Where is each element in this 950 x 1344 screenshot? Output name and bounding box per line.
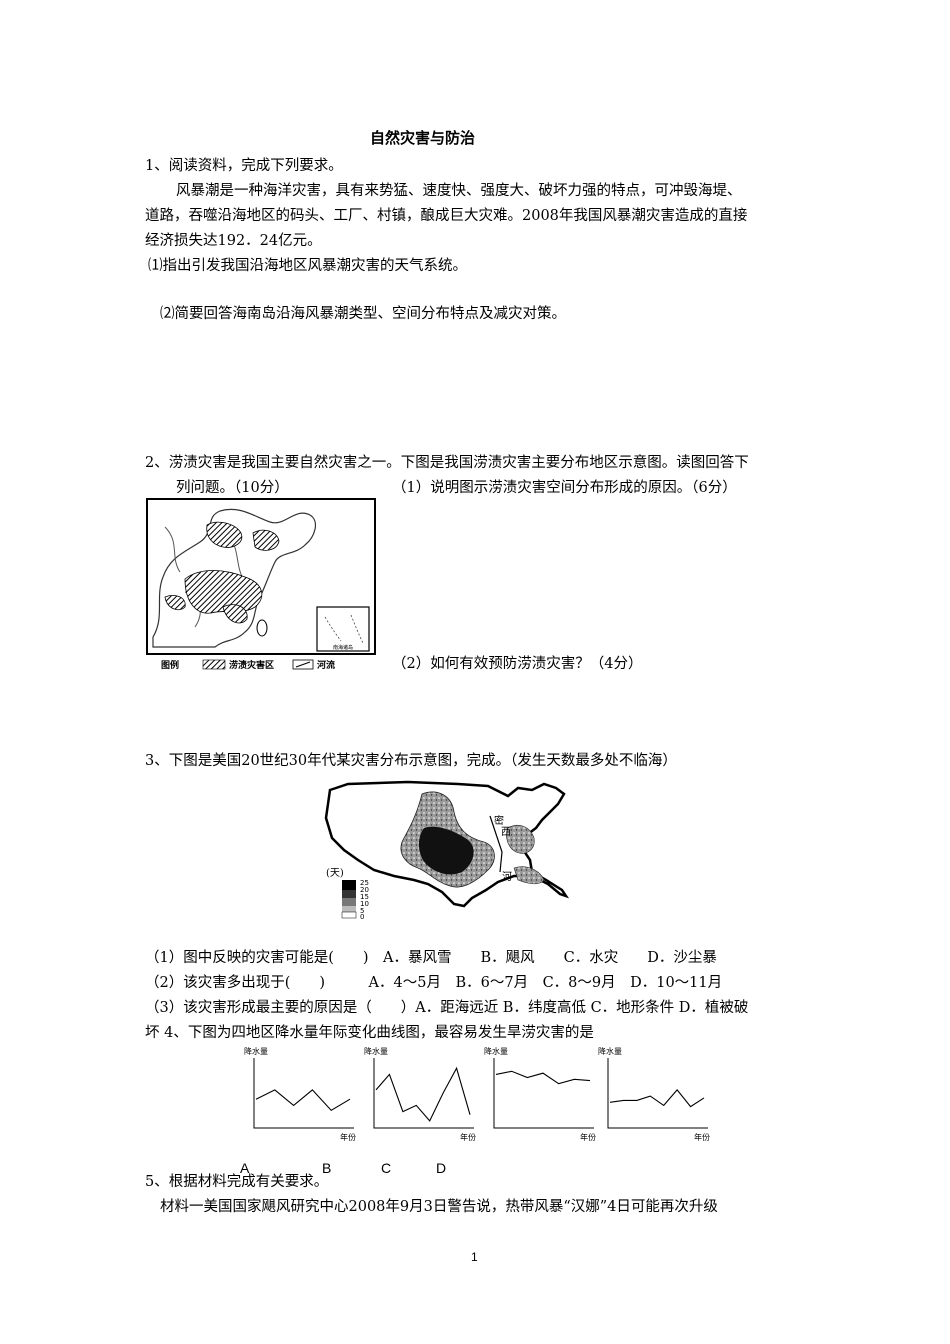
chart-ylabel: 降水量 bbox=[244, 1046, 268, 1056]
label-xi: 西 bbox=[501, 827, 511, 838]
chart-ylabel: 降水量 bbox=[598, 1046, 622, 1056]
page-title: 自然灾害与防治 bbox=[370, 129, 476, 147]
mississippi-river bbox=[489, 815, 503, 873]
legend-value-0: 0 bbox=[360, 913, 364, 920]
q3-sub3-cont-q4-intro: 坏 4、下图为四地区降水量年际变化曲线图，最容易发生旱涝灾害的是 bbox=[145, 1025, 594, 1041]
chart-line bbox=[255, 1089, 351, 1112]
chart-xlabel: 年份 bbox=[580, 1132, 596, 1142]
china-waterlogging-map: 南海诸岛 图例 涝渍灾害区 河流 bbox=[145, 497, 377, 671]
option-b: B bbox=[322, 1160, 332, 1176]
legend-unit: (天) bbox=[326, 868, 344, 879]
label-he: 河 bbox=[502, 871, 512, 883]
legend-value-15: 15 bbox=[360, 893, 369, 901]
chart-xlabel: 年份 bbox=[460, 1132, 476, 1142]
q1-sub2: ⑵简要回答海南岛沿海风暴潮类型、空间分布特点及减灾对策。 bbox=[160, 306, 566, 322]
legend-hatch-swatch bbox=[202, 659, 226, 670]
zone-east bbox=[506, 825, 535, 854]
q1-para-line2: 道路，吞噬沿海地区的码头、工厂、村镇，酿成巨大灾难。2008年我国风暴潮灾害造成… bbox=[145, 208, 748, 224]
chart-ylabel: 降水量 bbox=[484, 1046, 508, 1056]
inset-label: 南海诸岛 bbox=[333, 644, 353, 651]
usa-disaster-map: 密 西 河 (天) 25 20 15 10 5 0 bbox=[318, 772, 588, 921]
taiwan-outline bbox=[256, 619, 268, 637]
q3-sub3: （3）该灾害形成最主要的原因是（ ）A．距海远近 B．纬度高低 C．地形条件 D… bbox=[145, 1000, 749, 1016]
q3-intro: 3、下图是美国20世纪30年代某灾害分布示意图，完成。（发生天数最多处不临海） bbox=[145, 753, 677, 769]
q2-sub2: （2）如何有效预防涝渍灾害？（4分） bbox=[392, 656, 643, 672]
chart-axes bbox=[493, 1058, 594, 1129]
q5-material1: 材料一美国国家飓风研究中心2008年9月3日警告说，热带风暴“汉娜”4日可能再次… bbox=[160, 1199, 718, 1215]
chart-line bbox=[375, 1066, 471, 1122]
legend-value-5: 5 bbox=[360, 907, 364, 915]
legend-area-label: 涝渍灾害区 bbox=[229, 659, 274, 670]
legend-river-label: 河流 bbox=[317, 659, 335, 670]
label-mi: 密 bbox=[494, 814, 504, 827]
china-outline bbox=[152, 508, 317, 648]
legend-title: 图例 bbox=[161, 659, 179, 670]
legend-value-10: 10 bbox=[360, 900, 369, 908]
legend-values: 25 20 15 10 5 0 bbox=[360, 879, 369, 921]
china-map-svg: 南海诸岛 图例 涝渍灾害区 河流 bbox=[146, 498, 376, 670]
area-north bbox=[252, 529, 280, 551]
chart-ylabel: 降水量 bbox=[364, 1046, 388, 1056]
page-number: 1 bbox=[471, 1250, 478, 1264]
precipitation-charts: 降水量年份降水量年份降水量年份降水量年份 bbox=[238, 1044, 710, 1144]
q1-intro: 1、阅读资料，完成下列要求。 bbox=[145, 158, 343, 174]
chart-axes bbox=[373, 1058, 474, 1129]
q3-sub2: （2）该灾害多出现于( ) A．4～5月 B．6～7月 C．8～9月 D．10～… bbox=[145, 975, 723, 991]
option-c: C bbox=[381, 1160, 392, 1176]
area-yangtze bbox=[184, 570, 263, 614]
legend-value-20: 20 bbox=[360, 886, 369, 894]
chart-xlabel: 年份 bbox=[694, 1132, 710, 1142]
option-d: D bbox=[436, 1160, 447, 1176]
q1-para-line1: 风暴潮是一种海洋灾害，具有来势猛、速度快、强度大、破坏力强的特点，可冲毁海堤、 bbox=[176, 183, 742, 199]
zone-south bbox=[513, 866, 545, 885]
chart-axes bbox=[253, 1058, 354, 1129]
q1-para-line3: 经济损失达192．24亿元。 bbox=[145, 233, 322, 249]
area-south bbox=[222, 604, 248, 624]
chart-line bbox=[495, 1070, 591, 1085]
legend-value-25: 25 bbox=[360, 879, 369, 887]
q3-sub1: （1）图中反映的灾害可能是( ) A．暴风雪 B．飓风 C．水灾 D．沙尘暴 bbox=[145, 950, 717, 966]
q2-intro-cont: 列问题。（10分） bbox=[176, 480, 289, 496]
area-sichuan bbox=[164, 595, 186, 611]
usa-map-svg: 密 西 河 (天) 25 20 15 10 5 0 bbox=[324, 780, 570, 921]
chart-line bbox=[609, 1089, 705, 1108]
chart-axes bbox=[607, 1058, 708, 1129]
inset-frame bbox=[316, 606, 370, 652]
q2-intro: 2、涝渍灾害是我国主要自然灾害之一。下图是我国涝渍灾害主要分布地区示意图。读图回… bbox=[145, 455, 749, 471]
option-a: A bbox=[240, 1160, 250, 1176]
q2-sub1: （1）说明图示涝渍灾害空间分布形成的原因。（6分） bbox=[392, 480, 737, 496]
q1-sub1: ⑴指出引发我国沿海地区风暴潮灾害的天气系统。 bbox=[148, 258, 467, 274]
area-northeast bbox=[206, 521, 243, 548]
chart-xlabel: 年份 bbox=[340, 1132, 356, 1142]
q5-intro: 5、根据材料完成有关要求。 bbox=[145, 1174, 329, 1190]
zone-core bbox=[418, 826, 474, 875]
